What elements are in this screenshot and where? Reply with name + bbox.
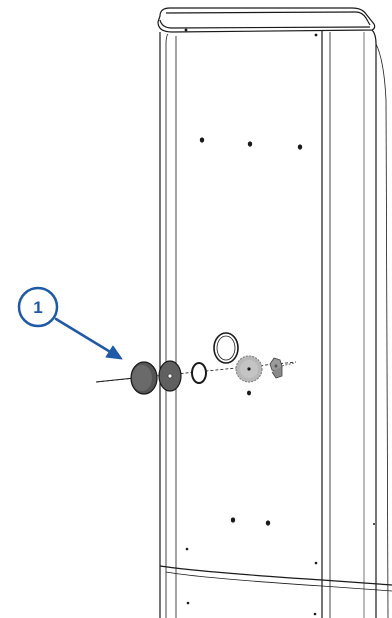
callout-1-arrowhead: [105, 345, 123, 360]
bottom-dot-4: [313, 612, 317, 616]
serrated-washer: [235, 355, 263, 383]
pillar-base-band: [159, 565, 392, 592]
upper-hole-1: [199, 137, 205, 143]
mounting-holes: [184, 28, 375, 616]
fastener-nut: [269, 357, 295, 379]
exploded-parts: [95, 332, 297, 395]
callout-1-leader: [54, 317, 114, 355]
o-ring: [191, 362, 207, 384]
callout-1: 1: [17, 286, 123, 360]
top-dot-right: [314, 33, 318, 37]
lower-hole-2: [265, 520, 271, 526]
lower-hole-1: [230, 517, 236, 523]
callout-1-number: 1: [33, 298, 42, 317]
bottom-dot-2: [314, 561, 318, 565]
bottom-dot-1: [185, 547, 189, 551]
panel-opening: [213, 332, 239, 364]
top-dot-left: [184, 28, 188, 32]
charging-pillar: [157, 7, 392, 618]
callout-1-circle: [17, 286, 59, 328]
upper-hole-3: [297, 144, 303, 150]
lower-dot-right: [373, 523, 375, 525]
pillar-front-face: [159, 29, 389, 618]
inner-cap: [158, 360, 182, 392]
center-hole: [247, 390, 251, 396]
outer-cap: [130, 361, 158, 395]
assembly-axis-lead: [95, 377, 135, 383]
bottom-dot-3: [186, 601, 190, 605]
pillar-top-cap: [157, 7, 376, 33]
upper-hole-2: [247, 141, 253, 147]
